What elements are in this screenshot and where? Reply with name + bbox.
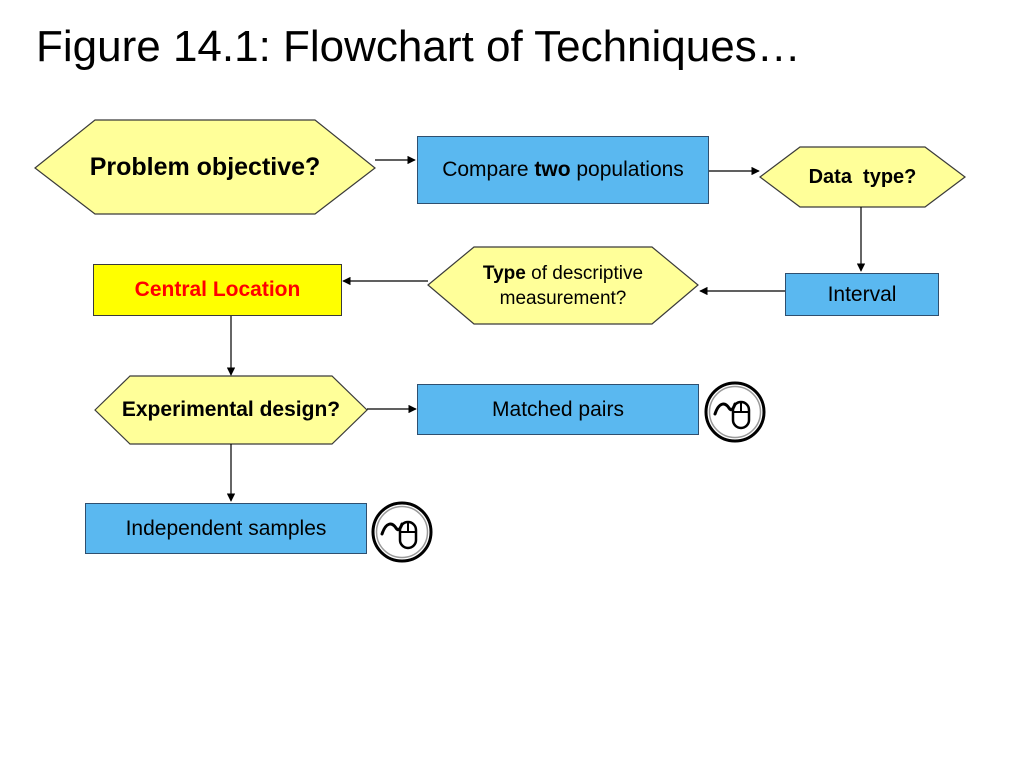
compare-two-populations-box: Compare two populations	[417, 136, 709, 204]
compare-emphasis: two	[534, 158, 571, 181]
mouse-hyperlink-icon-graphic	[704, 381, 766, 443]
independent-samples-label: Independent samples	[125, 516, 327, 540]
interval-box: Interval	[785, 273, 939, 316]
problem-objective-decision: Problem objective?	[55, 120, 355, 214]
page-title: Figure 14.1: Flowchart of Techniques…	[36, 22, 801, 71]
type-desc-decision: Type of descriptive measurement?	[455, 247, 671, 324]
type-desc-emphasis: Type	[482, 262, 526, 284]
problem-objective-label: Problem objective?	[89, 152, 321, 181]
decision-shape-data-type	[759, 146, 966, 208]
compare-suffix: populations	[570, 158, 684, 181]
decision-shape-problem-objective	[34, 119, 376, 215]
experimental-design-label: Experimental design?	[121, 398, 341, 421]
matched-pairs-label: Matched pairs	[492, 397, 624, 421]
type-desc-line2: measurement?	[499, 287, 627, 309]
decision-shape-experimental-design	[94, 375, 368, 445]
matched-pairs-box: Matched pairs	[417, 384, 699, 435]
type-desc-rest: of descriptive	[525, 262, 644, 284]
independent-samples-box: Independent samples	[85, 503, 367, 554]
type-desc-line1: Type of descriptive	[483, 261, 643, 286]
interval-label: Interval	[827, 282, 897, 306]
compare-prefix: Compare	[442, 158, 535, 181]
data-type-label: Data type?	[808, 165, 917, 188]
central-location-box: Central Location	[93, 264, 342, 316]
decision-shape-type-desc	[427, 246, 699, 325]
experimental-design-decision: Experimental design?	[100, 376, 362, 444]
mouse-hyperlink-icon-graphic	[371, 501, 433, 563]
central-location-label: Central Location	[134, 278, 301, 301]
mouse-hyperlink-icon[interactable]	[370, 500, 434, 564]
mouse-hyperlink-icon[interactable]	[703, 380, 767, 444]
data-type-decision: Data type?	[775, 147, 950, 207]
